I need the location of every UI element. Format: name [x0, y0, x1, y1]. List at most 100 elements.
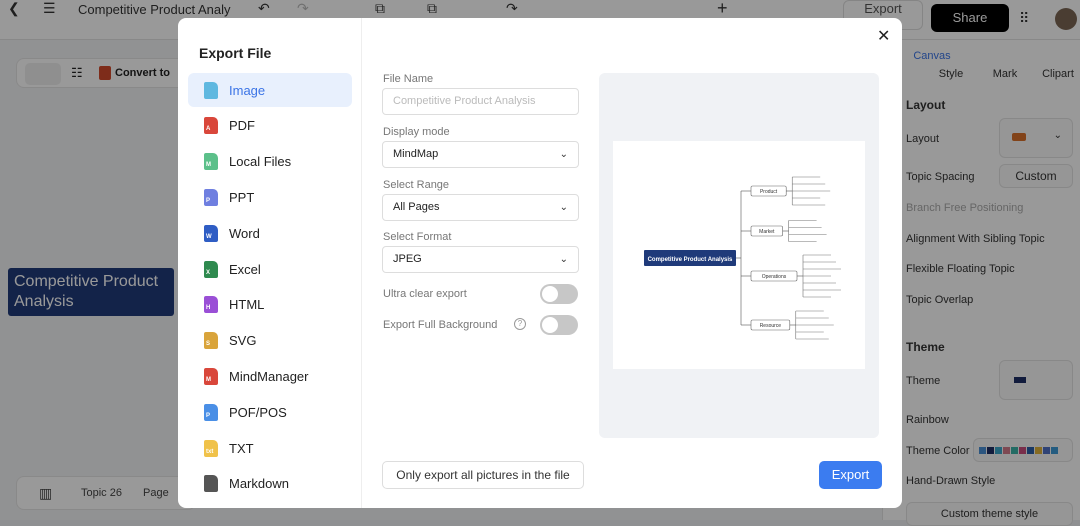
theme-color-label: Theme Color [906, 445, 970, 457]
mindmap-view-icon[interactable] [25, 63, 61, 85]
format-label: Excel [229, 261, 261, 277]
format-item-markdown[interactable]: Markdown [188, 467, 352, 501]
select-format-select[interactable]: JPEG⌄ [382, 246, 579, 273]
format-item-mindmanager[interactable]: M MindManager [188, 359, 352, 393]
avatar[interactable] [1055, 8, 1077, 30]
convert-button[interactable]: Convert to [115, 67, 170, 79]
rainbow-label: Rainbow [906, 414, 949, 426]
add-icon[interactable]: + [717, 0, 728, 18]
display-mode-select[interactable]: MindMap⌄ [382, 141, 579, 168]
file-svg-icon: S [204, 332, 218, 350]
insert-subtopic-icon[interactable]: ⧉ [427, 0, 437, 16]
export-button[interactable]: Export [819, 461, 882, 489]
preview-branch-label: Market [759, 229, 775, 235]
icon-letter: M [206, 376, 211, 383]
layout-select[interactable]: ⌄ [999, 118, 1073, 158]
back-icon[interactable]: ❮ [8, 0, 20, 16]
tab-mark[interactable]: Mark [992, 68, 1018, 80]
theme-thumbnail-icon [1014, 377, 1026, 383]
format-label: Markdown [229, 476, 289, 492]
close-icon[interactable]: ✕ [877, 28, 891, 45]
preview-branch-node [750, 319, 791, 331]
preview-central-node [644, 250, 736, 266]
icon-letter: X [206, 269, 211, 276]
format-item-excel[interactable]: X Excel [188, 252, 352, 286]
file-pdf-icon: A [204, 117, 218, 135]
icon-letter: P [206, 412, 211, 419]
theme-color-swatch [979, 447, 986, 454]
format-item-word[interactable]: W Word [188, 216, 352, 250]
icon-letter: txt [206, 448, 214, 455]
chevron-down-icon: ⌄ [559, 254, 568, 265]
theme-select[interactable] [999, 360, 1073, 400]
mindmap-preview: Competitive Product AnalysisProductMarke… [644, 176, 841, 340]
dialog-title: Export File [199, 45, 272, 61]
undo-icon[interactable]: ↶ [258, 0, 270, 16]
theme-color-select[interactable] [973, 438, 1073, 462]
theme-color-swatch [1051, 447, 1058, 454]
format-label: POF/POS [229, 404, 287, 420]
icon-letter: A [206, 126, 211, 133]
tab-canvas[interactable]: Canvas [913, 50, 951, 62]
format-item-svg[interactable]: S SVG [188, 324, 352, 358]
full-background-label: Export Full Background [383, 319, 498, 331]
outline-view-icon[interactable]: ☷ [71, 65, 83, 80]
central-topic-node[interactable]: Competitive Product Analysis [8, 268, 174, 316]
theme-color-swatch [995, 447, 1002, 454]
file-excel-icon: X [204, 260, 218, 278]
tab-style[interactable]: Style [938, 68, 964, 80]
right-panel: Canvas Style Mark Clipart Layout Layout … [882, 40, 1080, 526]
tab-clipart[interactable]: Clipart [1042, 68, 1074, 80]
format-label: PPT [229, 189, 255, 205]
display-mode-value: MindMap [393, 148, 439, 160]
insert-topic-icon[interactable]: ⧉ [375, 0, 385, 16]
branch-free-option[interactable]: Branch Free Positioning [906, 202, 1024, 214]
icon-letter: W [206, 233, 212, 240]
ppt-icon [99, 66, 111, 80]
layout-thumbnail-icon [1012, 133, 1026, 141]
map-icon[interactable]: ▥ [39, 485, 53, 501]
apps-grid-icon[interactable]: ⠿ [1019, 10, 1030, 26]
help-icon[interactable]: ? [514, 318, 526, 330]
ultra-clear-label: Ultra clear export [383, 288, 467, 300]
format-item-image[interactable]: Image [188, 73, 352, 107]
document-title[interactable]: Competitive Product Analy [78, 2, 231, 17]
theme-label: Theme [906, 375, 941, 387]
file-name-input[interactable]: Competitive Product Analysis [382, 88, 579, 115]
theme-color-swatch [1011, 447, 1018, 454]
page-label[interactable]: Page [143, 487, 169, 499]
chevron-down-icon: ⌄ [559, 202, 568, 213]
format-label: SVG [229, 333, 257, 349]
alignment-option[interactable]: Alignment With Sibling Topic [906, 233, 1045, 245]
view-toolbar: ☷ Convert to [16, 58, 186, 88]
ultra-clear-toggle[interactable] [540, 284, 578, 304]
format-label: Word [229, 225, 260, 241]
hand-drawn-option[interactable]: Hand-Drawn Style [906, 475, 996, 487]
overlap-option[interactable]: Topic Overlap [906, 294, 974, 306]
format-item-pof-pos[interactable]: P POF/POS [188, 395, 352, 429]
custom-theme-button[interactable]: Custom theme style [906, 502, 1073, 526]
relationship-icon[interactable]: ↷ [506, 0, 518, 16]
full-background-toggle[interactable] [540, 315, 578, 335]
custom-spacing-button[interactable]: Custom [999, 164, 1073, 188]
format-item-txt[interactable]: txt TXT [188, 431, 352, 465]
theme-color-swatch [1043, 447, 1050, 454]
redo-icon[interactable]: ↷ [297, 0, 309, 16]
topic-spacing-label: Topic Spacing [906, 171, 975, 183]
menu-icon[interactable]: ☰ [43, 0, 56, 16]
select-range-select[interactable]: All Pages⌄ [382, 194, 579, 221]
flexible-option[interactable]: Flexible Floating Topic [906, 263, 1015, 275]
format-label: TXT [229, 440, 254, 456]
share-button[interactable]: Share [931, 4, 1009, 32]
preview-branch-label: Product [760, 189, 778, 195]
file-name-label: File Name [383, 73, 434, 85]
topic-count: Topic 26 [81, 487, 122, 499]
format-label: MindManager [229, 368, 309, 384]
export-pictures-button[interactable]: Only export all pictures in the file [382, 461, 584, 489]
